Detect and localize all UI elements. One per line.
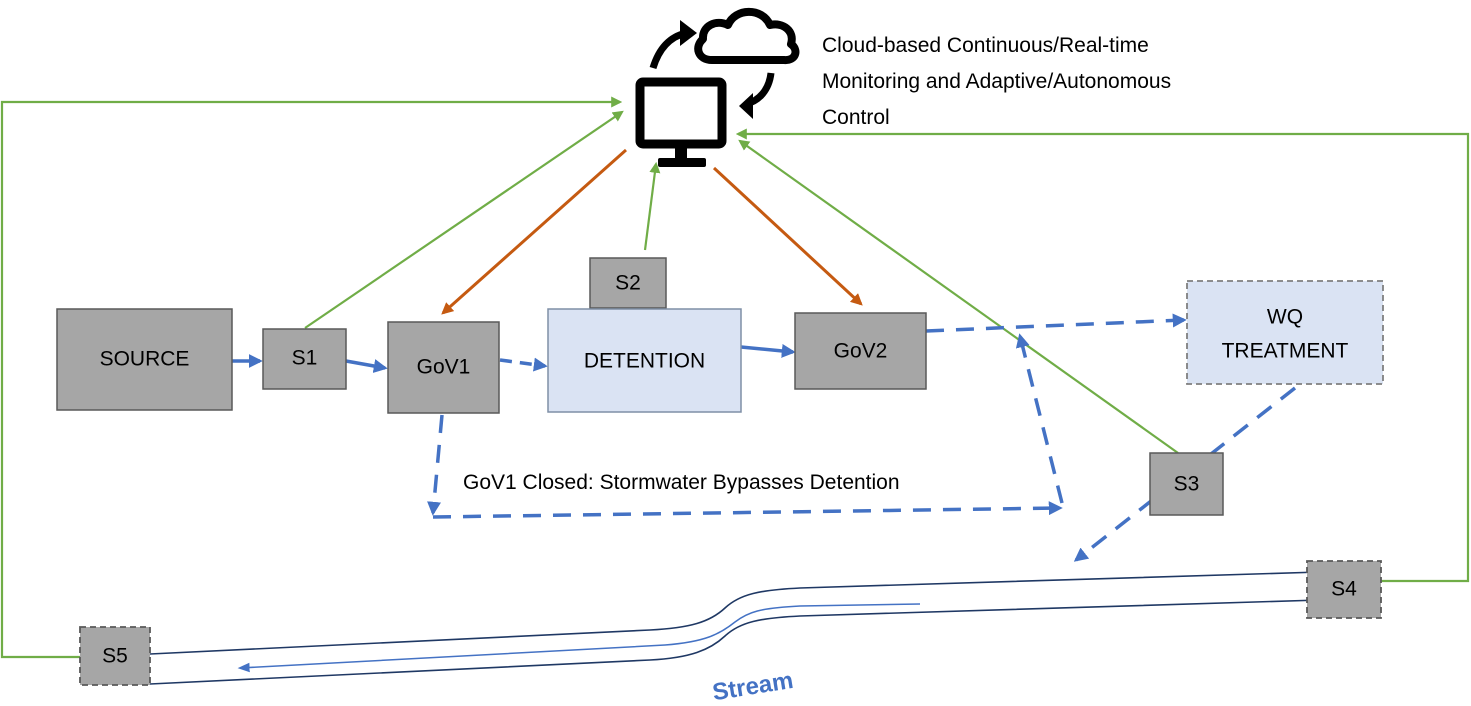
s2-signal-line: [643, 161, 661, 251]
flow-bypass-horizontal: [432, 501, 1063, 519]
flow-lines: [232, 313, 1297, 562]
title-block: Cloud-based Continuous/Real-time Monitor…: [822, 34, 1171, 129]
s3-signal-line: [738, 139, 1179, 454]
node-s5-label: S5: [102, 645, 128, 668]
flow-detention-gov2: [740, 343, 796, 358]
node-source-label: SOURCE: [100, 348, 190, 371]
node-wq-label-line2: TREATMENT: [1222, 340, 1349, 363]
cloud-control-icon: [635, 7, 800, 167]
stream: Stream: [149, 571, 1321, 706]
control-line-gov1: [441, 148, 627, 315]
node-s4: S4: [1306, 560, 1382, 619]
node-gov1-label: GoV1: [417, 356, 471, 379]
node-s2-label: S2: [615, 272, 641, 295]
stream-label: Stream: [711, 667, 796, 706]
stream-flow-arrow: [237, 603, 921, 673]
sensor-signal-lines: [0, 96, 1470, 659]
stream-bank-top: [149, 571, 1321, 655]
node-gov1: GoV1: [387, 321, 500, 414]
node-detention-label: DETENTION: [584, 350, 705, 373]
title-line-1: Cloud-based Continuous/Real-time: [822, 34, 1149, 57]
node-s1: S1: [262, 328, 347, 390]
bypass-label: GoV1 Closed: Stormwater Bypasses Detenti…: [463, 471, 900, 494]
s4-signal-line: [735, 128, 1470, 583]
stream-bank-bottom: [149, 599, 1321, 685]
title-line-2: Monitoring and Adaptive/Autonomous: [822, 70, 1171, 93]
flow-bypass-up: [1015, 333, 1064, 504]
node-s3: S3: [1149, 452, 1224, 516]
node-s3-label: S3: [1174, 473, 1200, 496]
flow-gov1-bypass-down: [427, 414, 444, 516]
control-line-gov2: [712, 166, 863, 306]
node-s2: S2: [589, 257, 667, 309]
node-gov2-label: GoV2: [834, 340, 888, 363]
flow-s1-gov1: [345, 359, 388, 373]
sync-arrows-icon: [649, 20, 775, 119]
node-s1-label: S1: [292, 347, 318, 370]
cloud-icon: [694, 7, 800, 64]
computer-monitor-icon: [635, 77, 727, 167]
node-wq-label-line1: WQ: [1267, 306, 1303, 329]
control-lines: [441, 148, 863, 315]
flow-wq-to-stream: [1073, 386, 1297, 562]
node-s4-label: S4: [1331, 578, 1357, 601]
node-source: SOURCE: [56, 308, 233, 411]
node-detention: DETENTION: [547, 308, 742, 413]
title-line-3: Control: [822, 106, 890, 129]
flow-gov1-detention: [499, 357, 548, 372]
node-s5: S5: [79, 626, 151, 686]
s5-signal-line: [0, 96, 623, 659]
s1-signal-line: [304, 110, 624, 329]
node-wq-treatment: WQ TREATMENT: [1186, 280, 1384, 385]
node-gov2: GoV2: [794, 312, 927, 390]
flow-gov2-wq: [925, 313, 1187, 333]
